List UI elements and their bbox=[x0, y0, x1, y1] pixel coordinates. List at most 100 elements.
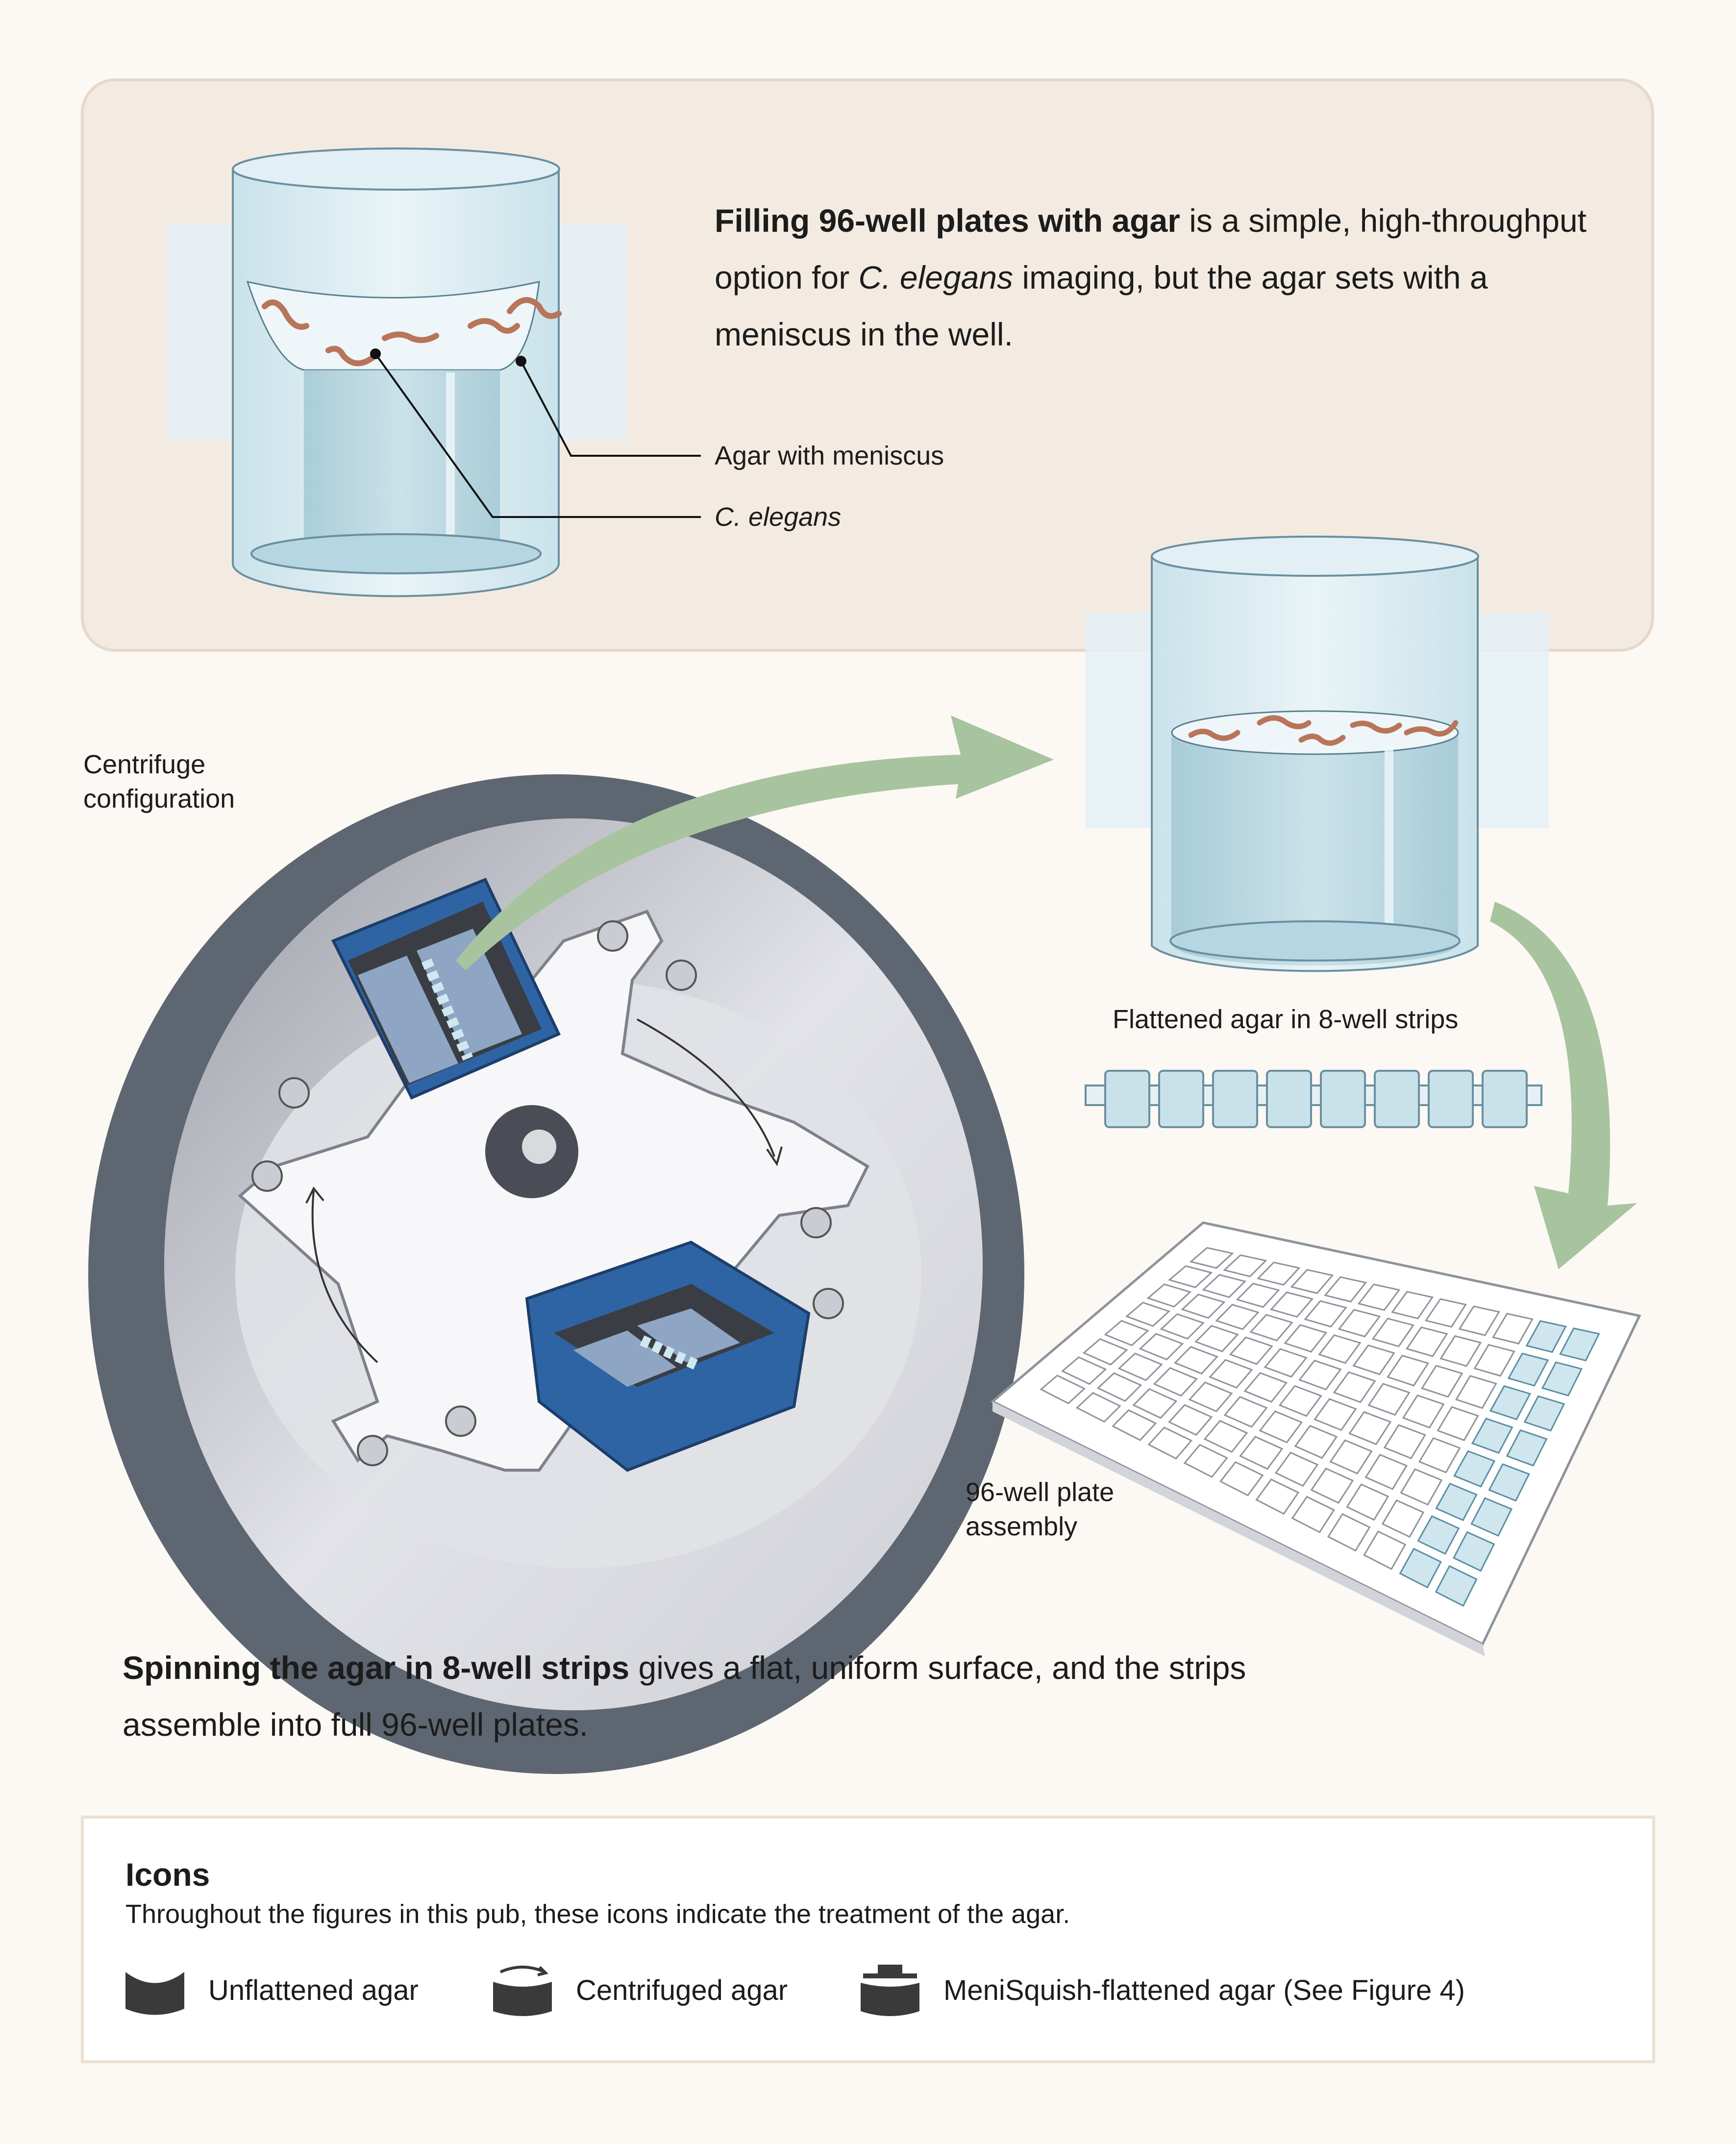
plate-well bbox=[1298, 1359, 1342, 1391]
eight-well-strip-illustration bbox=[1085, 1070, 1542, 1128]
plate-well bbox=[1387, 1355, 1430, 1387]
plate-well bbox=[1492, 1312, 1534, 1345]
plate-well bbox=[1040, 1375, 1086, 1405]
plate-well-strip bbox=[1525, 1320, 1567, 1353]
plate-well bbox=[1082, 1338, 1128, 1366]
plate-well bbox=[1125, 1302, 1171, 1327]
label-plate-assembly: 96-well plate assembly bbox=[966, 1478, 1115, 1542]
plate-well bbox=[1167, 1404, 1213, 1436]
plate-well bbox=[1096, 1372, 1142, 1402]
plate-well-strip bbox=[1470, 1497, 1513, 1537]
plate-well bbox=[1249, 1314, 1293, 1342]
plate-well bbox=[1181, 1293, 1226, 1319]
plate-well bbox=[1203, 1420, 1248, 1453]
plate-well bbox=[1348, 1411, 1392, 1445]
plate-well bbox=[1256, 1261, 1301, 1286]
plate-well bbox=[1424, 1298, 1467, 1328]
meniscus-well-illustration bbox=[167, 148, 701, 597]
process-arrows bbox=[456, 715, 1637, 1269]
plate-well bbox=[1239, 1435, 1284, 1470]
plate-well bbox=[1236, 1282, 1280, 1308]
plate-well bbox=[1371, 1317, 1414, 1348]
plate-well bbox=[1259, 1410, 1303, 1444]
plate-well-strip bbox=[1507, 1353, 1549, 1387]
plate-well bbox=[1364, 1454, 1408, 1490]
plate-well bbox=[1291, 1496, 1335, 1533]
plate-well bbox=[1294, 1425, 1338, 1459]
legend-item-unflattened: Unflattened agar bbox=[123, 1961, 419, 2020]
plate-well bbox=[1132, 1388, 1178, 1419]
plate-well bbox=[1147, 1427, 1193, 1460]
plate-well-strip bbox=[1452, 1531, 1495, 1572]
plate-well bbox=[1202, 1274, 1247, 1298]
legend-item-menisquish: MeniSquish-flattened agar (See Figure 4) bbox=[858, 1961, 1465, 2020]
plate-well-strip bbox=[1399, 1548, 1442, 1589]
plate-well bbox=[1243, 1372, 1288, 1403]
intro-text: Filling 96-well plates with agar is a si… bbox=[715, 202, 1587, 352]
plate-well bbox=[1290, 1269, 1334, 1294]
plate-well bbox=[1209, 1359, 1253, 1389]
plate-well-strip bbox=[1489, 1385, 1531, 1421]
plate-well bbox=[1367, 1382, 1411, 1416]
plate-well bbox=[1310, 1467, 1354, 1504]
plate-well bbox=[1219, 1461, 1264, 1497]
legend-item-centrifuged: Centrifuged agar bbox=[491, 1961, 788, 2020]
plate-well bbox=[1363, 1530, 1407, 1570]
plate-well bbox=[1160, 1313, 1205, 1340]
plate-well-strip bbox=[1471, 1417, 1513, 1454]
label-flattened-strips: Flattened agar in 8-well strips bbox=[1113, 1005, 1459, 1034]
plate-well bbox=[1421, 1365, 1463, 1398]
plate-well bbox=[1304, 1300, 1347, 1328]
plate-well-strip bbox=[1453, 1450, 1496, 1488]
plate-well bbox=[1439, 1335, 1482, 1367]
plate-well bbox=[1112, 1409, 1157, 1441]
plate-well bbox=[1278, 1385, 1322, 1417]
menisquish-agar-icon bbox=[861, 1964, 919, 2016]
centrifuged-agar-icon bbox=[493, 1965, 552, 2016]
plate-well bbox=[1455, 1375, 1497, 1409]
plate-well bbox=[1458, 1305, 1500, 1336]
flattened-well-illustration bbox=[1086, 536, 1549, 972]
plate-well bbox=[1352, 1344, 1395, 1376]
plate-well bbox=[1400, 1468, 1443, 1506]
plate-well bbox=[1167, 1265, 1213, 1288]
plate-well bbox=[1223, 1396, 1268, 1428]
plate-well bbox=[1391, 1291, 1434, 1320]
plate-well bbox=[1173, 1346, 1218, 1375]
plate-well-strip bbox=[1435, 1482, 1478, 1522]
plate-well-strip bbox=[1417, 1515, 1460, 1555]
plate-well bbox=[1255, 1478, 1300, 1515]
plate-well bbox=[1473, 1344, 1515, 1377]
plate-well bbox=[1274, 1452, 1319, 1487]
plate-well bbox=[1189, 1247, 1234, 1269]
plate-well-strip bbox=[1488, 1463, 1530, 1502]
plate-well bbox=[1229, 1336, 1273, 1365]
plate-well bbox=[1418, 1437, 1461, 1474]
legend-title: Icons bbox=[125, 1856, 210, 1893]
plate-well bbox=[1314, 1398, 1357, 1431]
plate-well bbox=[1437, 1406, 1479, 1441]
plate-well bbox=[1333, 1371, 1376, 1404]
label-agar-meniscus: Agar with meniscus bbox=[715, 441, 944, 470]
plate-well-strip bbox=[1541, 1361, 1583, 1397]
plate-well bbox=[1139, 1332, 1184, 1360]
plate-well bbox=[1284, 1324, 1328, 1353]
plate-well-strip bbox=[1435, 1565, 1478, 1607]
plate-well bbox=[1338, 1308, 1381, 1338]
plate-well bbox=[1153, 1367, 1198, 1397]
plate-well bbox=[1329, 1439, 1373, 1475]
plate-well bbox=[1402, 1394, 1445, 1429]
plate-well bbox=[1346, 1483, 1389, 1521]
label-centrifuge: Centrifuge configuration bbox=[83, 750, 235, 814]
plate-well bbox=[1269, 1291, 1314, 1318]
plate-well-strip bbox=[1523, 1395, 1565, 1432]
icons-legend: Icons Throughout the figures in this pub… bbox=[81, 1816, 1655, 2063]
plate-well bbox=[1264, 1348, 1308, 1378]
plate-well bbox=[1188, 1381, 1233, 1412]
plate-well-strip bbox=[1559, 1327, 1600, 1361]
summary-text: Spinning the agar in 8-well strips gives… bbox=[123, 1650, 1246, 1743]
unflattened-agar-icon bbox=[125, 1971, 184, 2015]
label-c-elegans: C. elegans bbox=[715, 502, 842, 532]
plate-well bbox=[1146, 1283, 1192, 1308]
